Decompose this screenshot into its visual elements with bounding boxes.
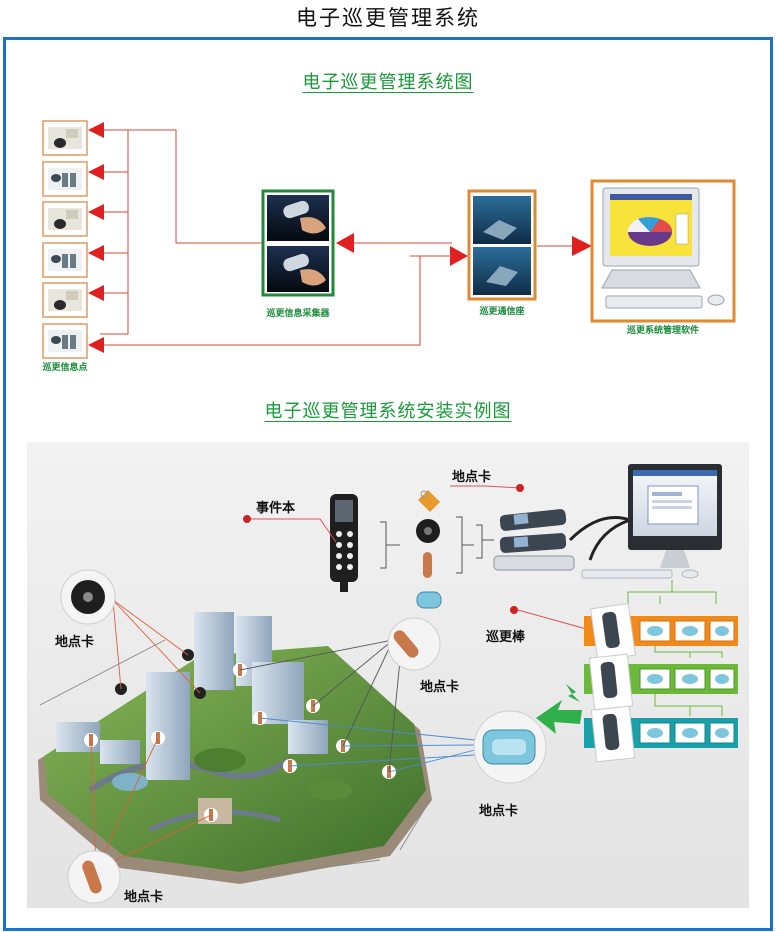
device-brackets — [380, 516, 494, 574]
patrol-stick-callout — [510, 606, 591, 631]
content-frame — [3, 37, 773, 931]
location-card-top-callout — [450, 484, 524, 492]
patrol-stick-dock — [493, 509, 635, 571]
event-book-callout — [243, 515, 337, 543]
communication-dock — [467, 189, 537, 301]
monitor-computer — [581, 464, 722, 579]
checkpoint-tile-6 — [42, 323, 88, 359]
event-book-label: 事件本 — [256, 500, 295, 516]
location-card-mid-label: 地点卡 — [420, 679, 459, 695]
event-book-device — [330, 494, 358, 592]
patrol-stick-card-3 — [590, 705, 636, 763]
page-title: 电子巡更管理系统 — [296, 6, 480, 30]
tag-type-puck — [416, 591, 442, 609]
checkpoint-tile-4 — [42, 242, 88, 278]
checkpoint-tile-5 — [42, 282, 88, 318]
org-chart — [536, 580, 738, 763]
location-card-bottom-label: 地点卡 — [124, 889, 163, 905]
installation-example-title: 电子巡更管理系统安装实例图 — [264, 401, 512, 422]
system-diagram-title: 电子巡更管理系统图 — [302, 72, 474, 93]
location-card-circle-right — [473, 710, 547, 784]
collector-label: 巡更信息采集器 — [266, 307, 330, 319]
callout-lines — [39, 599, 476, 881]
flow-arrows — [336, 233, 592, 266]
checkpoint-tile-2 — [42, 161, 88, 197]
location-card-right-label: 地点卡 — [479, 803, 518, 819]
location-card-top-label: 地点卡 — [452, 469, 491, 485]
management-software-computer — [590, 179, 736, 323]
checkpoint-tile-3 — [42, 201, 88, 237]
checkpoint-column — [42, 120, 88, 359]
tag-type-disc — [416, 519, 440, 543]
checkpoint-label: 巡更信息点 — [42, 361, 87, 373]
location-card-circle-mid — [387, 617, 441, 671]
checkpoint-arrowheads — [88, 122, 104, 353]
residential-model — [38, 612, 432, 884]
checkpoint-connectors — [100, 129, 421, 346]
patrol-stick-card-1 — [590, 603, 636, 661]
location-card-left-label: 地点卡 — [55, 634, 94, 650]
tag-type-capsule — [423, 552, 432, 578]
dock-label: 巡更通信座 — [479, 305, 524, 317]
patrol-stick-label: 巡更棒 — [486, 629, 526, 645]
green-transfer-arrow — [536, 700, 582, 734]
location-card-circle-bottom — [67, 850, 121, 904]
checkpoint-tile-1 — [42, 120, 88, 156]
software-label: 巡更系统管理软件 — [627, 324, 699, 336]
collector-device — [261, 189, 335, 297]
wireless-signal-icon — [566, 684, 580, 702]
tag-type-keyfob — [418, 490, 440, 512]
location-card-circle-left — [60, 569, 116, 625]
patrol-stick-card-2 — [588, 653, 634, 711]
